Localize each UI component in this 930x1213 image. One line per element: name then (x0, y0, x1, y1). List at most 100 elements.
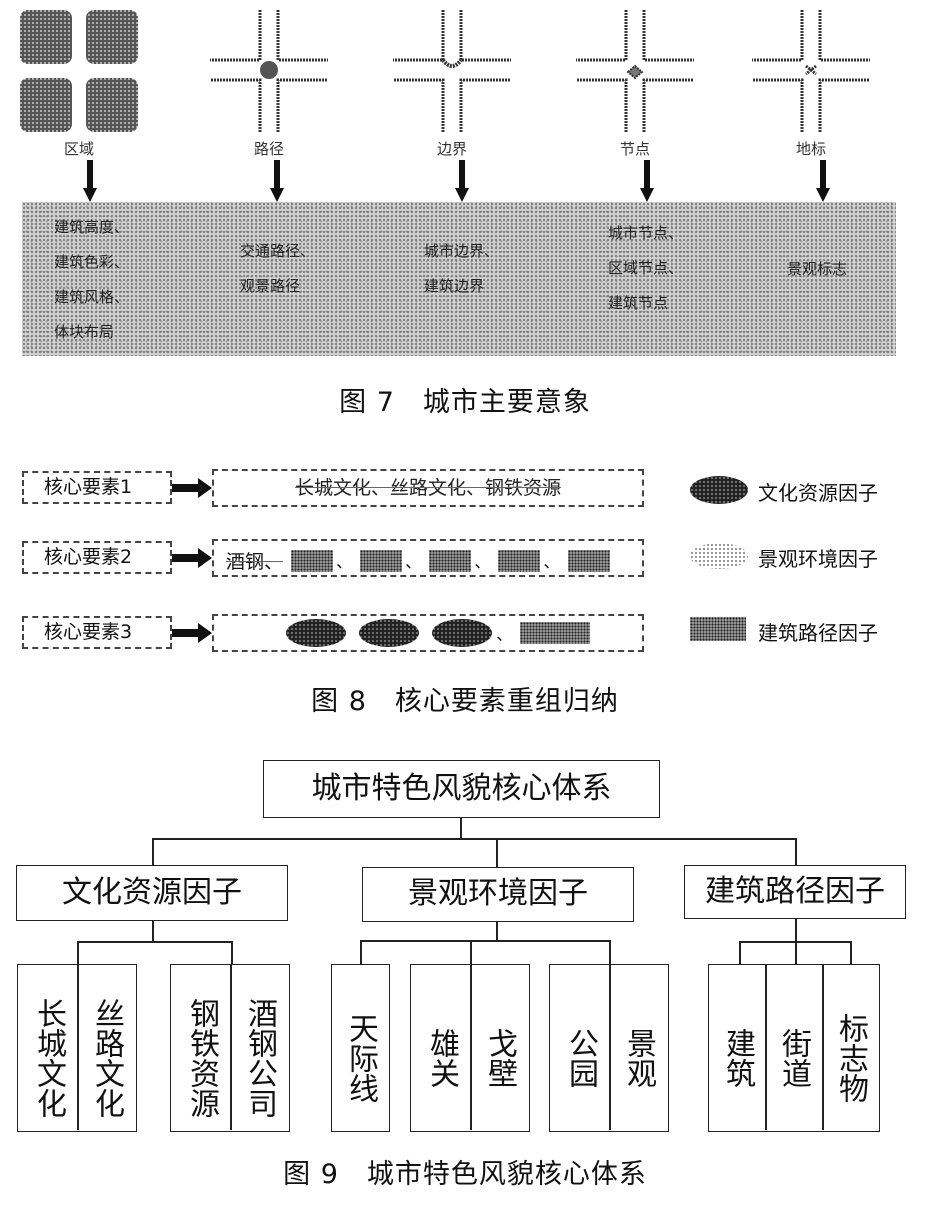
element-text: 建筑边界 (424, 277, 485, 295)
core-element-label: 核心要素3 (22, 616, 172, 649)
connector-line (77, 941, 79, 965)
leaf-group: 钢铁资源 酒钢公司 (170, 964, 290, 1132)
divider (609, 965, 611, 1130)
leaf-label: 戈壁 (482, 1028, 517, 1088)
core-element-content: 、 (212, 614, 644, 652)
legend-architecture-label: 建筑路径因子 (758, 621, 878, 645)
connector-line (850, 941, 852, 965)
down-arrow-icon (270, 160, 284, 202)
icon-label-district: 区域 (63, 140, 94, 158)
connector-line (460, 817, 462, 839)
down-arrow-icon (83, 160, 97, 202)
leaf-group: 公园 景观 (549, 964, 669, 1132)
chip-row: 、 (282, 619, 593, 647)
leaf-group: 天际线 (331, 964, 390, 1132)
path-icon (210, 10, 328, 132)
edge-icon (393, 10, 511, 132)
branch-node-architecture: 建筑路径因子 (684, 865, 906, 919)
element-text: 景观标志 (787, 260, 848, 278)
connector-line (795, 918, 797, 942)
icon-label-node: 节点 (619, 140, 650, 158)
architecture-factor-chip (498, 549, 541, 572)
down-arrow-icon (816, 160, 830, 202)
connector-line (496, 921, 498, 941)
core-element-text: 长城文化、丝路文化、钢铁资源 (294, 477, 561, 499)
core-element-content: 长城文化、丝路文化、钢铁资源 (212, 469, 644, 507)
landmark-elements: 景观标志 (787, 252, 847, 287)
landmark-icon (752, 10, 870, 132)
right-arrow-icon (172, 623, 212, 643)
architecture-factor-chip (429, 549, 472, 572)
root-node: 城市特色风貌核心体系 (263, 760, 660, 818)
figure-9-caption: 图 9 城市特色风貌核心体系 (283, 1159, 647, 1190)
connector-line (152, 838, 154, 866)
district-icon (20, 10, 138, 132)
architecture-factor-chip (291, 549, 334, 572)
leaf-label: 街道 (776, 1028, 811, 1088)
right-arrow-icon (172, 548, 212, 568)
right-arrow-icon (172, 478, 212, 498)
divider (77, 965, 79, 1130)
architecture-factor-chip (360, 549, 403, 572)
connector-line (360, 940, 362, 965)
element-text: 建筑高度、 (54, 218, 130, 236)
culture-factor-swatch (690, 476, 748, 504)
image-elements-band: 建筑高度、 建筑色彩、 建筑风格、 体块布局 交通路径、 观景路径 城市边界、 … (22, 202, 896, 356)
connector-line (152, 920, 154, 942)
connector-line (496, 838, 498, 868)
connector-line (360, 940, 610, 942)
landscape-factor-swatch (690, 543, 748, 569)
branch-node-culture: 文化资源因子 (16, 865, 288, 921)
element-text: 建筑节点 (608, 294, 669, 312)
element-text: 体块布局 (54, 323, 115, 341)
edge-elements: 城市边界、 建筑边界 (424, 234, 499, 304)
architecture-factor-chip (567, 549, 610, 572)
leaf-label: 标志物 (833, 1013, 868, 1103)
divider (470, 965, 472, 1130)
leaf-label: 丝路文化 (89, 998, 124, 1118)
figure-7-caption: 图 7 城市主要意象 (339, 387, 591, 418)
connector-line (609, 940, 611, 965)
element-text: 交通路径、 (240, 242, 316, 260)
leaf-group: 建筑 街道 标志物 (708, 964, 880, 1132)
element-text: 观景路径 (240, 277, 301, 295)
core-element-text: 酒钢、 (226, 551, 284, 573)
connector-line (470, 940, 472, 965)
chip-row: 酒钢、 、 、 、 、 (226, 547, 613, 573)
legend-culture-label: 文化资源因子 (758, 481, 878, 505)
down-arrow-icon (640, 160, 654, 202)
leaf-label: 天际线 (343, 1013, 378, 1103)
branch-node-landscape: 景观环境因子 (362, 867, 634, 922)
leaf-label: 钢铁资源 (184, 998, 219, 1118)
core-element-content: 酒钢、 、 、 、 、 (212, 539, 644, 577)
leaf-label: 雄关 (424, 1028, 459, 1088)
node-elements: 城市节点、 区域节点、 建筑节点 (608, 216, 683, 321)
district-elements: 建筑高度、 建筑色彩、 建筑风格、 体块布局 (54, 210, 129, 350)
path-elements: 交通路径、 观景路径 (240, 234, 315, 304)
culture-factor-chip (286, 619, 346, 647)
node-icon (576, 10, 694, 132)
element-text: 城市节点、 (608, 224, 684, 242)
core-element-label: 核心要素1 (22, 471, 172, 504)
connector-line (152, 838, 796, 840)
connector-line (795, 941, 797, 965)
icon-label-edge: 边界 (436, 140, 467, 158)
culture-factor-chip (432, 619, 493, 647)
figure-8-caption: 图 8 核心要素重组归纳 (311, 686, 619, 717)
element-text: 建筑色彩、 (54, 253, 130, 271)
divider (765, 965, 767, 1130)
element-text: 城市边界、 (424, 242, 500, 260)
architecture-factor-chip (520, 622, 591, 644)
down-arrow-icon (455, 160, 469, 202)
architecture-factor-swatch (690, 617, 746, 641)
leaf-label: 建筑 (720, 1028, 755, 1088)
divider (822, 965, 824, 1130)
leaf-label: 景观 (621, 1028, 656, 1088)
divider (230, 965, 232, 1130)
element-text: 区域节点、 (608, 259, 684, 277)
element-text: 建筑风格、 (54, 288, 130, 306)
connector-line (795, 838, 797, 866)
icon-label-landmark: 地标 (795, 140, 826, 158)
connector-line (739, 941, 741, 965)
leaf-group: 长城文化 丝路文化 (17, 964, 137, 1132)
